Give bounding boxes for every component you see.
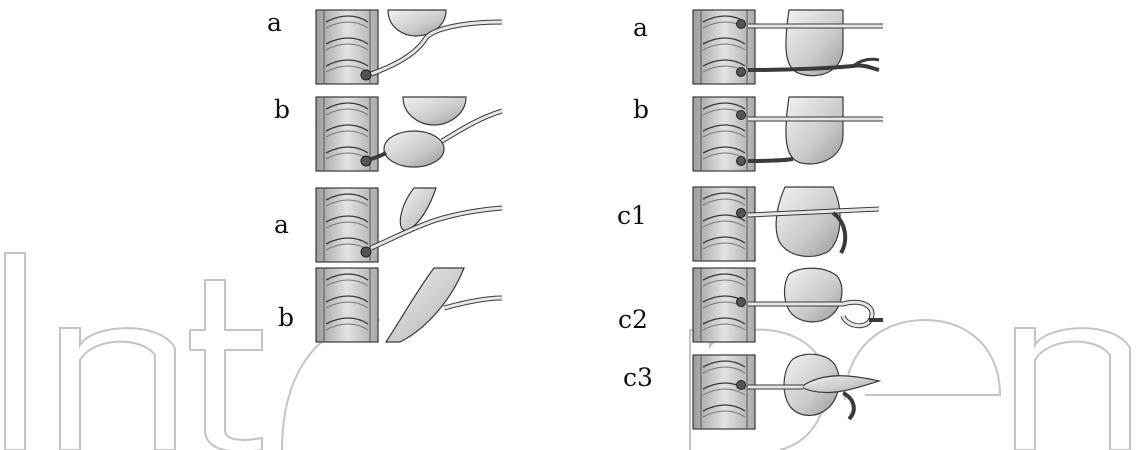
panel-label-left-2: b [274, 95, 291, 124]
organ-bulb [402, 96, 467, 126]
panel-label-right-4: c2 [618, 305, 648, 334]
panel-right-c3 [692, 353, 882, 430]
panel-right-c2 [692, 267, 883, 343]
vessel [370, 205, 503, 251]
panel-label-left-4: b [278, 303, 295, 332]
spindle-vessel [799, 375, 882, 394]
panel-right-a [692, 9, 883, 85]
panel-left-a-2 [315, 187, 503, 263]
panel-label-right-5: c3 [623, 363, 653, 392]
organ-bulb [387, 9, 447, 37]
organ-pelvis [785, 96, 844, 165]
organ-sac [775, 186, 841, 258]
panel-label-right-1: a [633, 13, 648, 42]
panel-right-c1 [692, 186, 880, 262]
panel-left-b-1 [315, 96, 503, 172]
panel-label-right-2: b [633, 95, 650, 124]
panel-label-right-3: c1 [617, 201, 647, 230]
dilated-segment [383, 130, 445, 168]
panel-left-a-1 [315, 9, 503, 85]
organ-bulb [783, 267, 843, 323]
panel-label-left-3: a [274, 210, 289, 239]
panel-right-b [692, 96, 883, 172]
panel-label-left-1: a [267, 8, 282, 37]
organ-tube [384, 267, 465, 343]
panel-left-b-2 [315, 267, 503, 343]
